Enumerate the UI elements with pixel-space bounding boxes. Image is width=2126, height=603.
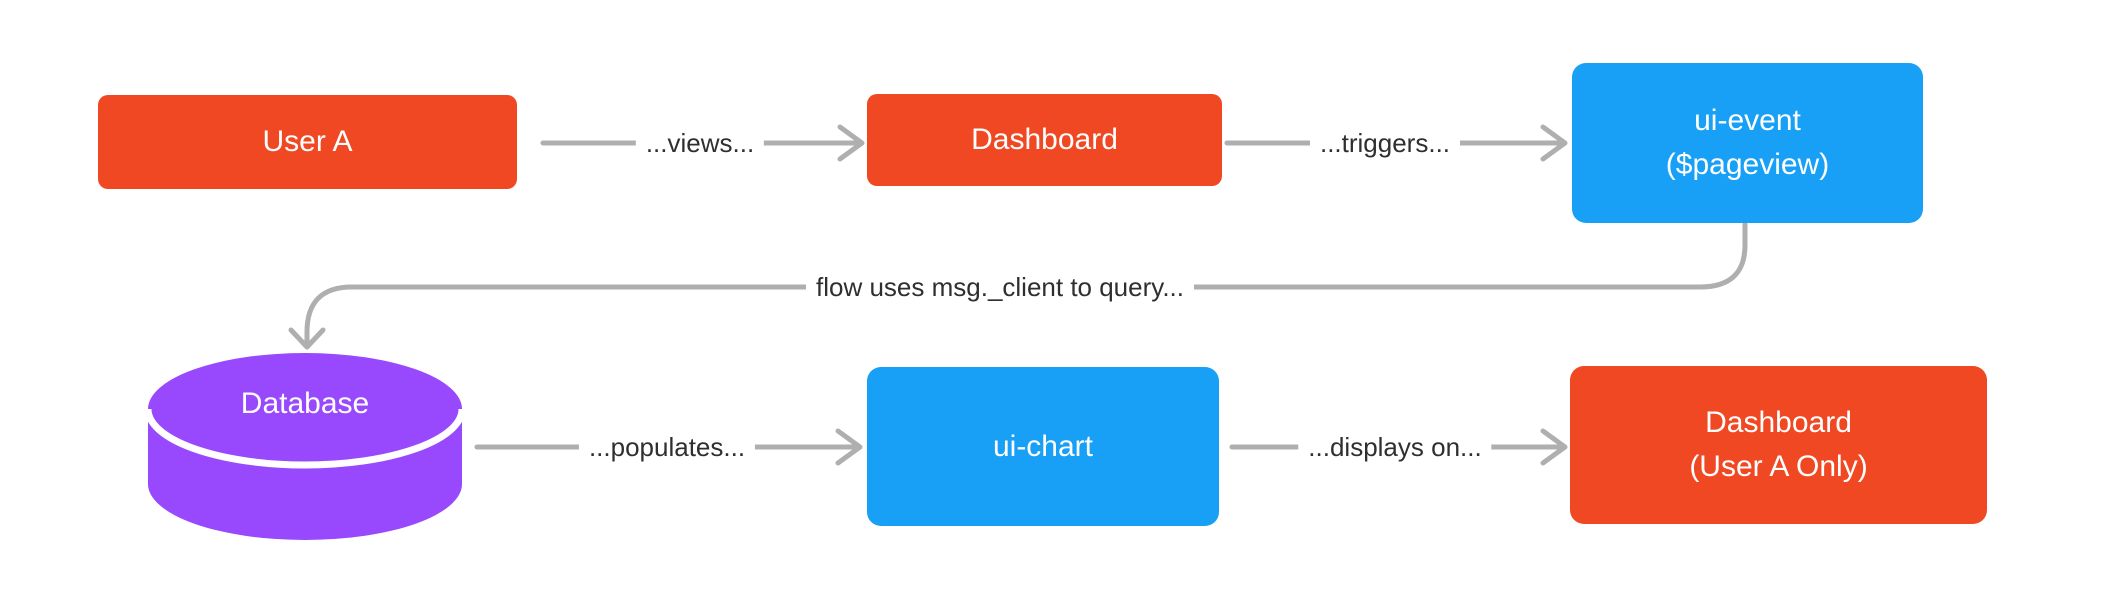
node-user-a: User A bbox=[98, 95, 517, 189]
edge-displays-on-label: ...displays on... bbox=[1298, 430, 1492, 464]
edge-flow-query-label: flow uses msg._client to query... bbox=[805, 270, 1195, 304]
edge-flow-query-arrowhead-icon bbox=[288, 327, 326, 350]
edge-displays-on-arrowhead-icon bbox=[1540, 428, 1568, 466]
node-database-label: Database bbox=[240, 387, 370, 420]
node-dashboard-label: Dashboard bbox=[971, 123, 1118, 156]
node-dashboard-user-a-only-label-line2: (User A Only) bbox=[1689, 450, 1868, 483]
node-dashboard-user-a-only: Dashboard (User A Only) bbox=[1570, 366, 1987, 524]
database-cylinder-top bbox=[148, 353, 462, 465]
node-dashboard-user-a-only-label-line1: Dashboard bbox=[1705, 406, 1852, 439]
edge-views-arrowhead-icon bbox=[837, 124, 865, 162]
edge-flow-query-line bbox=[304, 220, 1748, 346]
node-ui-chart: ui-chart bbox=[867, 367, 1219, 526]
node-database-cylinder-icon bbox=[144, 353, 466, 540]
node-dashboard: Dashboard bbox=[867, 94, 1222, 186]
edge-populates-arrowhead-icon bbox=[835, 428, 863, 466]
node-user-a-label: User A bbox=[262, 125, 353, 158]
edge-triggers-arrowhead-icon bbox=[1540, 124, 1568, 162]
node-ui-event-label-line2: ($pageview) bbox=[1665, 148, 1830, 181]
edge-views-label: ...views... bbox=[635, 126, 765, 160]
node-ui-event-label-line1: ui-event bbox=[1694, 104, 1801, 137]
node-ui-event: ui-event ($pageview) bbox=[1572, 63, 1923, 223]
edge-populates-label: ...populates... bbox=[578, 430, 756, 464]
node-ui-chart-label: ui-chart bbox=[992, 429, 1094, 463]
edge-triggers-label: ...triggers... bbox=[1309, 126, 1461, 160]
edge-flow-query bbox=[288, 220, 1748, 350]
database-cylinder-divider bbox=[144, 408, 466, 469]
